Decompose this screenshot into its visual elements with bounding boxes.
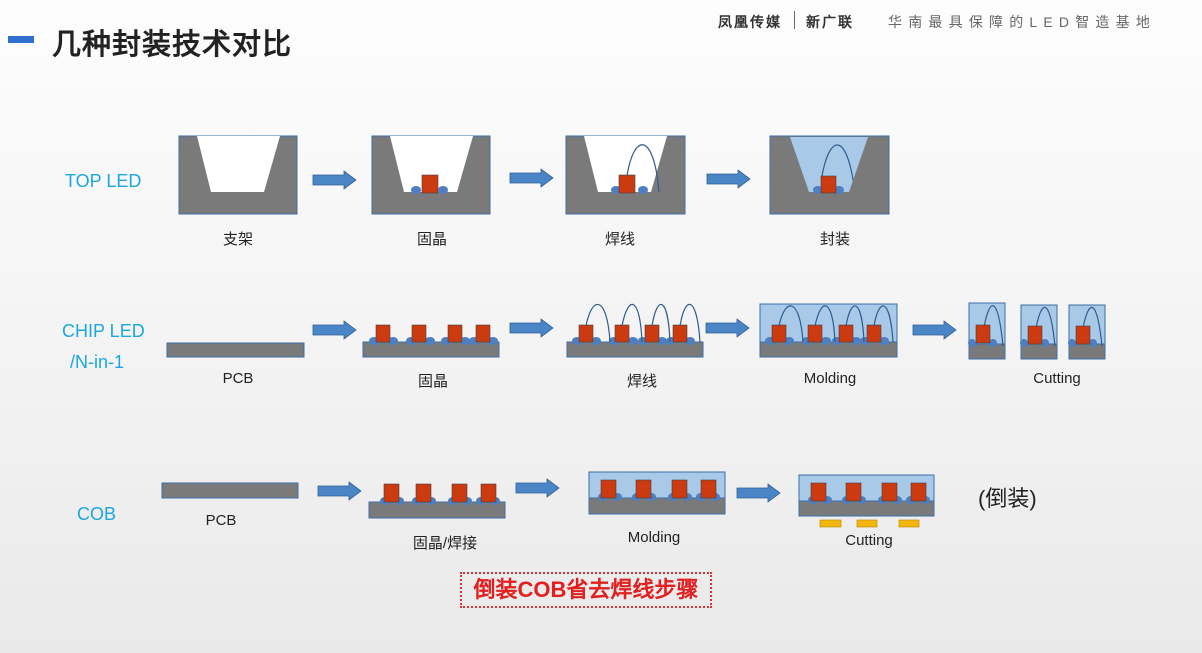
title-accent-bar [8,36,34,43]
top-led-bracket [178,135,298,215]
arrow-right-icon [312,170,357,190]
cob-die-attach [368,483,506,519]
caption-cob-die-attach: 固晶/焊接 [412,535,478,552]
flip-chip-label: (倒装) [978,486,1037,511]
arrow-right-icon [312,320,357,340]
caption-cob-molding: Molding [627,529,681,546]
header-slogan: 华南最具保障的LED智造基地 [888,14,1157,30]
caption-top-led-bracket: 支架 [222,231,254,248]
caption-chip-led-cutting: Cutting [1033,370,1081,387]
cob-pcb [161,482,299,499]
caption-chip-led-molding: Molding [803,370,857,387]
cob-cutting [798,474,935,528]
caption-cob-pcb: PCB [205,512,237,529]
row-label-chip-led: CHIP LED [62,321,145,341]
chip-led-cutting [968,302,1106,360]
brand-right: 新广联 [806,14,854,30]
top-led-wire-bond [565,135,686,215]
arrow-right-icon [736,483,781,503]
chip-led-pcb [166,342,305,358]
caption-chip-led-pcb: PCB [222,370,254,387]
arrow-right-icon [509,318,554,338]
arrow-right-icon [509,168,554,188]
chip-led-wire-bond [566,304,704,358]
chip-led-molding [759,303,898,358]
arrow-right-icon [705,318,750,338]
page-title: 几种封装技术对比 [52,29,293,61]
caption-chip-led-wire-bond: 焊线 [626,373,658,390]
arrow-right-icon [515,478,560,498]
chip-led-die-attach [362,324,500,358]
arrow-right-icon [706,169,751,189]
cob-molding [588,471,726,515]
caption-top-led-wire-bond: 焊线 [604,231,636,248]
row-label-top-led: TOP LED [65,171,142,191]
brand-divider [794,11,795,29]
top-led-encapsulation [769,135,890,215]
caption-chip-led-die-attach: 固晶 [417,373,449,390]
arrow-right-icon [912,320,957,340]
caption-cob-cutting: Cutting [845,532,893,549]
caption-top-led-encapsulation: 封装 [819,231,851,248]
brand-left: 凤凰传媒 [718,14,782,30]
row-label-cob: COB [77,504,117,524]
caption-top-led-die-attach: 固晶 [416,231,448,248]
row-label-n-in-1: /N-in-1 [70,352,125,372]
arrow-right-icon [317,481,362,501]
top-led-die-attach [371,135,491,215]
flip-chip-note: 倒装COB省去焊线步骤 [460,572,712,608]
